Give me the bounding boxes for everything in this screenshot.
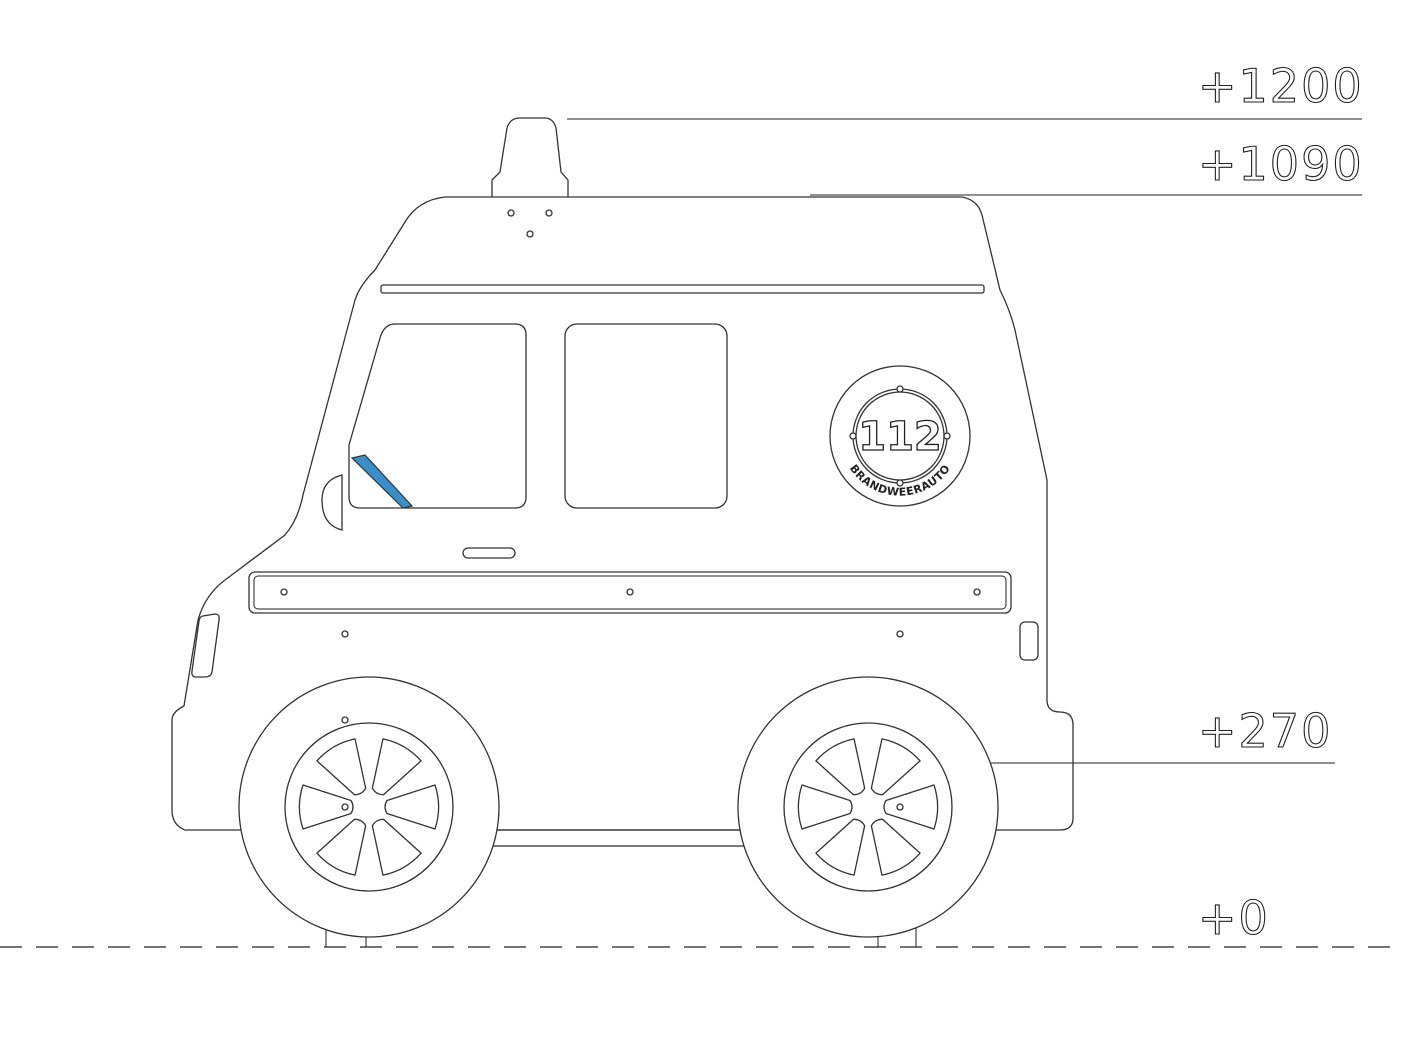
wheel-opening xyxy=(298,784,354,830)
roof-rail xyxy=(380,284,985,294)
wheel-opening xyxy=(316,818,367,876)
wheel-opening xyxy=(384,784,440,830)
side-board xyxy=(248,571,1012,614)
chassis-bar xyxy=(479,829,761,847)
bolt-hole xyxy=(526,230,534,238)
side-mirror xyxy=(321,474,343,531)
wheel-opening xyxy=(371,738,422,796)
wheel-opening xyxy=(815,738,866,796)
rear-light xyxy=(1019,621,1039,661)
bolt-hole xyxy=(626,588,634,596)
bolt-hole xyxy=(896,630,904,638)
wheel-opening xyxy=(870,818,921,876)
headlight xyxy=(191,613,220,678)
emblem-number: 112 xyxy=(858,414,942,460)
emblem: 112 BRANDWEERAUTO xyxy=(829,365,971,507)
front-window xyxy=(348,323,527,509)
wheel-opening xyxy=(797,784,853,830)
front-wheel xyxy=(238,676,500,947)
bolt-hole xyxy=(507,209,515,217)
level-label-1090: +1090 xyxy=(1198,137,1364,191)
door-handle xyxy=(462,547,516,559)
bolt-hole xyxy=(280,588,288,596)
level-label-270: +270 xyxy=(1198,704,1332,758)
wheel-opening xyxy=(870,738,921,796)
beacon-light xyxy=(491,117,569,197)
wheel-opening xyxy=(883,784,939,830)
level-label-0: +0 xyxy=(1198,891,1270,945)
bolt-hole xyxy=(545,209,553,217)
truck-body xyxy=(171,196,1074,831)
wheel-opening xyxy=(815,818,866,876)
level-label-1200: +1200 xyxy=(1198,59,1364,113)
wheel-opening xyxy=(371,818,422,876)
bolt-hole xyxy=(341,630,349,638)
side-board-inner xyxy=(253,575,1007,610)
side-window xyxy=(564,323,728,509)
rear-wheel xyxy=(737,676,999,947)
wheel-opening xyxy=(316,738,367,796)
bolt-hole xyxy=(973,588,981,596)
wiper xyxy=(350,454,414,509)
